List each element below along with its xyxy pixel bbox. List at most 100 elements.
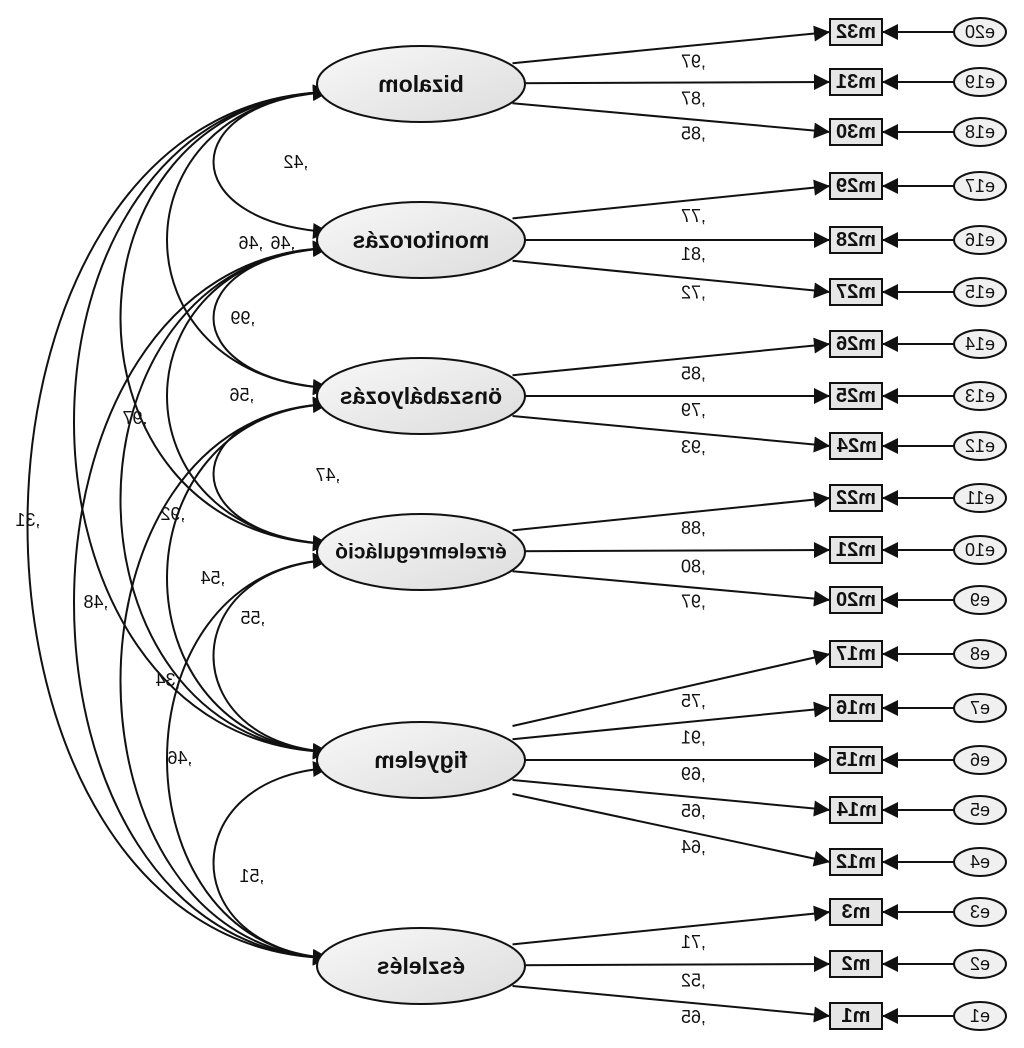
loading-arrow [512,415,831,453]
item-box [829,898,883,926]
factor-label: monitorozás [353,227,490,253]
item-box [829,18,883,46]
correlation-arc [212,553,330,759]
error-ellipse [953,847,1007,877]
error-label: e19 [965,72,995,92]
loading-arrow [512,179,831,220]
error-label: e10 [965,540,995,560]
item-label: m21 [836,539,876,561]
correlation-label: ,46 [270,233,295,253]
error-label: e11 [966,488,995,508]
error-ellipse [953,745,1007,775]
error-ellipse [953,117,1007,147]
item-box [829,330,883,358]
error-ellipse [953,277,1007,307]
item-label: m26 [836,333,876,355]
loading-label: ,85 [681,124,706,144]
factor-ellipse [316,927,526,1005]
correlation-arc [119,240,330,760]
item-box [829,950,883,978]
error-label: e17 [965,176,995,196]
item-box [829,68,883,96]
loading-label: ,97 [681,592,706,612]
item-box [829,278,883,306]
loading-arrow [512,542,831,559]
error-label: e13 [965,386,995,406]
loading-arrow [512,570,831,607]
correlation-label: ,55 [240,608,265,628]
factor-label: bizalom [378,71,464,97]
loading-label: ,65 [681,801,706,821]
factor-label: figyelem [374,747,467,773]
item-box [829,586,883,614]
correlation-label: ,92 [160,504,185,524]
item-box [829,640,883,668]
error-ellipse [953,535,1007,565]
factor-ellipse [316,721,526,799]
factor-ellipse [316,45,526,123]
item-label: m32 [836,21,876,43]
item-label: m12 [836,851,876,873]
loading-label: ,75 [681,691,706,711]
item-box [829,746,883,774]
item-label: m25 [836,385,876,407]
loading-label: ,91 [681,727,706,747]
loading-arrow [512,649,831,727]
item-box [829,226,883,254]
factor-label: önszabályozás [340,383,502,409]
correlation-arc [212,85,330,239]
loading-label: ,81 [681,244,706,264]
correlation-label: ,54 [200,568,225,588]
loading-label: ,64 [681,837,706,857]
item-label: m30 [836,121,876,143]
loading-arrow [512,905,831,946]
latent-factors: bizalom monitorozás önszabályozás érzelemre… [316,45,526,1005]
item-box [829,172,883,200]
item-label: m31 [836,71,876,93]
error-ellipse [953,329,1007,359]
factor-label: érzelemreguláció [335,541,507,564]
loading-label: ,72 [681,283,706,303]
item-label: m1 [842,1005,871,1027]
correlation-label: ,47 [315,465,340,485]
loading-arrow [512,102,831,139]
loading-arrow [512,337,831,377]
item-box [829,1002,883,1030]
error-ellipse [953,483,1007,513]
item-box [829,848,883,876]
item-label: m16 [836,697,876,719]
loading-arrow [512,259,831,299]
loading-arrow [512,956,831,973]
error-terms: e20e19e18e17e16e15e14e13e12e11e10e9e8e7e… [882,17,1007,1031]
error-ellipse [953,693,1007,723]
correlation-label: ,42 [283,152,308,172]
error-ellipse [953,949,1007,979]
item-label: m15 [836,749,876,771]
correlation-label: ,48 [83,592,108,612]
factor-ellipse [316,357,526,435]
correlation-label: ,34 [155,670,180,690]
error-ellipse [953,795,1007,825]
correlation-label: ,31 [15,510,40,530]
error-label: e1 [970,1006,990,1026]
error-label: e7 [970,698,990,718]
factor-ellipse [316,513,526,591]
correlation-arc [73,84,330,760]
error-ellipse [953,17,1007,47]
factor-ellipse [316,201,526,279]
error-ellipse [953,585,1007,615]
error-ellipse [953,639,1007,669]
loading-arrow [512,985,831,1023]
loading-arrow [512,701,831,741]
loading-label: ,88 [681,518,706,538]
error-label: e4 [970,852,990,872]
factor-correlations: ,31,48,97,34,92,46,54,55,51,46,56,99,42,… [15,84,341,966]
correlation-arc [212,397,330,551]
correlation-label: ,56 [229,385,254,405]
item-label: m24 [836,435,877,457]
item-label: m27 [836,281,876,303]
correlation-arc [212,761,330,965]
error-label: e15 [965,282,995,302]
correlation-label: ,46 [238,233,263,253]
